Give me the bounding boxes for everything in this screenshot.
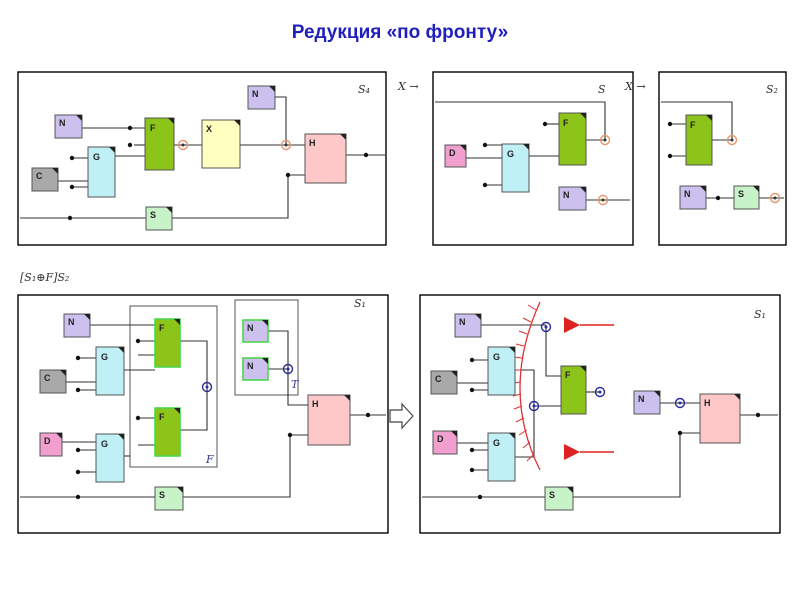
svg-text:H: H — [704, 398, 711, 408]
svg-text:X: X — [206, 124, 212, 134]
block-s[interactable]: S — [733, 185, 760, 210]
svg-text:S: S — [549, 490, 555, 500]
svg-text:F: F — [690, 120, 696, 130]
svg-text:N: N — [59, 118, 66, 128]
block-g[interactable]: G — [501, 143, 530, 193]
svg-text:N: N — [563, 190, 570, 200]
block-n[interactable]: N — [633, 390, 661, 415]
block-d[interactable]: D — [444, 144, 467, 168]
block-n[interactable]: N — [558, 186, 587, 211]
block-f[interactable]: F — [685, 114, 713, 166]
svg-text:D: D — [437, 434, 444, 444]
wavefront-arc — [519, 301, 541, 471]
svg-text:F: F — [565, 370, 571, 380]
block-s[interactable]: S — [544, 486, 574, 511]
svg-text:N: N — [638, 394, 645, 404]
block-n[interactable]: N — [679, 185, 707, 210]
svg-text:C: C — [44, 373, 51, 383]
frame-s: S D G F N — [432, 71, 634, 246]
block-g[interactable]: G — [95, 346, 125, 396]
label-s1-right: S₁ — [754, 308, 766, 321]
svg-text:C: C — [36, 171, 43, 181]
label-s4: S₄ — [358, 83, 370, 96]
svg-text:G: G — [101, 439, 108, 449]
svg-text:F: F — [150, 123, 156, 133]
block-n[interactable]: N — [454, 313, 482, 338]
block-s[interactable]: S — [154, 486, 184, 511]
svg-text:D: D — [44, 436, 51, 446]
svg-text:G: G — [93, 152, 100, 162]
svg-text:G: G — [507, 149, 514, 159]
svg-text:D: D — [449, 148, 456, 158]
block-f[interactable]: F — [144, 117, 175, 171]
block-h[interactable]: H — [307, 394, 351, 446]
label-f-group: F — [205, 453, 214, 466]
block-h[interactable]: H — [304, 133, 347, 184]
block-d[interactable]: D — [39, 432, 63, 457]
svg-text:N: N — [247, 361, 254, 371]
svg-text:S: S — [738, 189, 744, 199]
svg-text:C: C — [435, 374, 442, 384]
svg-text:F: F — [159, 323, 165, 333]
svg-text:N: N — [459, 317, 466, 327]
svg-text:F: F — [563, 118, 569, 128]
block-c[interactable]: C — [39, 369, 67, 394]
block-f[interactable]: F — [560, 365, 587, 415]
block-n2[interactable]: N — [247, 85, 276, 110]
svg-text:S: S — [150, 210, 156, 220]
svg-text:G: G — [101, 352, 108, 362]
block-f[interactable]: F — [154, 407, 181, 457]
slide-title: Редукция «по фронту» — [291, 22, 509, 43]
svg-text:G: G — [493, 352, 500, 362]
svg-text:G: G — [493, 438, 500, 448]
block-g[interactable]: G — [87, 146, 116, 198]
svg-text:H: H — [312, 399, 319, 409]
block-c[interactable]: C — [430, 370, 458, 395]
svg-text:N: N — [252, 89, 259, 99]
frame-s4: S₄ N C G F X N H S — [17, 71, 387, 246]
block-d[interactable]: D — [432, 430, 458, 455]
block-n[interactable]: N — [242, 357, 269, 381]
block-g[interactable]: G — [487, 346, 516, 396]
block-f[interactable]: F — [558, 112, 587, 166]
block-g[interactable]: G — [487, 432, 516, 482]
svg-text:N: N — [247, 323, 254, 333]
block-n[interactable]: N — [242, 319, 269, 343]
block-h[interactable]: H — [699, 393, 741, 444]
frame-s2: S₂ F N S — [658, 71, 787, 246]
formula-label: [S₁⊕F]S₂ — [20, 271, 69, 284]
label-x-arrow-2: X → — [624, 80, 646, 93]
label-s1-left: S₁ — [354, 297, 366, 310]
block-g[interactable]: G — [95, 433, 125, 483]
block-f[interactable]: F — [154, 318, 181, 368]
svg-text:N: N — [68, 317, 75, 327]
svg-text:S: S — [159, 490, 165, 500]
block-x[interactable]: X — [201, 119, 241, 169]
label-x-arrow-1: X → — [397, 80, 419, 93]
frame-s1-right: S₁ — [419, 294, 781, 534]
frame-s1-left: S₁ F T N C G F — [17, 294, 389, 534]
block-c[interactable]: C — [31, 167, 59, 192]
label-s-mid: S — [598, 83, 606, 96]
block-s[interactable]: S — [145, 206, 173, 231]
label-t-group: T — [291, 378, 300, 391]
svg-text:N: N — [684, 189, 691, 199]
transform-arrow — [389, 402, 414, 430]
svg-text:F: F — [159, 412, 165, 422]
label-s2-top: S₂ — [766, 83, 778, 96]
block-n[interactable]: N — [54, 114, 83, 139]
block-n[interactable]: N — [63, 313, 91, 338]
svg-text:H: H — [309, 138, 316, 148]
